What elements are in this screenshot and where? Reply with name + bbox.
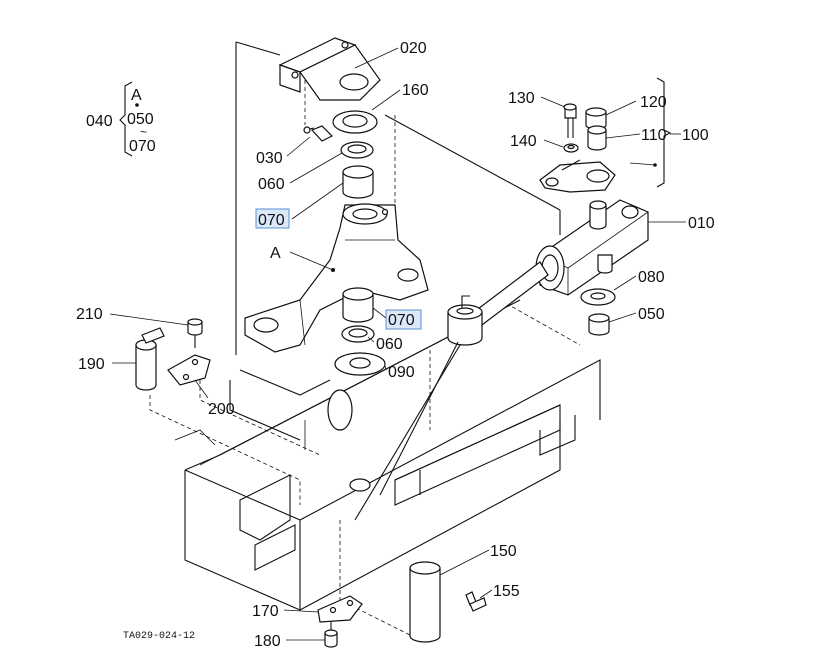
legend-tilde: ~ — [140, 125, 147, 139]
legend-line2: 070 — [129, 138, 156, 155]
label-140: 140 — [510, 133, 537, 150]
label-020: 020 — [400, 40, 427, 57]
group-bracket-100 — [656, 77, 672, 188]
label-155: 155 — [493, 583, 520, 600]
part-070-bushing-upper — [342, 165, 374, 199]
part-200-plate — [167, 354, 211, 386]
label-130: 130 — [508, 90, 535, 107]
part-110-bushing — [587, 125, 607, 151]
label-A: A — [270, 245, 281, 262]
label-010: 010 — [688, 215, 715, 232]
label-060-upper: 060 — [258, 176, 285, 193]
label-110: 110 — [641, 127, 667, 144]
highlight-070-lower — [385, 309, 422, 330]
part-knuckle-arm — [244, 203, 429, 353]
part-170-plate — [317, 595, 363, 623]
part-060-ring-lower — [341, 325, 375, 343]
label-150: 150 — [490, 543, 517, 560]
label-170: 170 — [252, 603, 279, 620]
label-070-upper: 070 — [258, 212, 285, 229]
label-160: 160 — [402, 82, 429, 99]
label-060-lower: 060 — [376, 336, 403, 353]
part-180-bolt — [324, 622, 338, 648]
label-200: 200 — [208, 401, 235, 418]
label-030: 030 — [256, 150, 283, 167]
figure-code: TA029-024-12 — [123, 631, 195, 642]
label-120: 120 — [640, 94, 667, 111]
legend-title: A — [131, 87, 142, 104]
part-050-bushing — [588, 313, 610, 336]
group-bracket-040 — [119, 81, 139, 157]
part-210-bolt — [187, 318, 203, 348]
part-140-nut — [563, 143, 579, 153]
part-100-rod-end — [539, 159, 616, 193]
part-160-washer — [332, 110, 378, 134]
frame-chassis — [149, 41, 601, 641]
legend-group-040: A 040 050 ~ 070 — [86, 87, 156, 155]
part-010-cylinder — [447, 199, 649, 346]
legend-prefix: 040 — [86, 113, 113, 130]
part-070-bushing-lower — [342, 287, 374, 323]
part-080-washer — [580, 288, 616, 306]
label-050: 050 — [638, 306, 665, 323]
part-020-bracket — [278, 37, 381, 101]
legend-line1: 050 — [127, 111, 154, 128]
leader-lines — [109, 47, 686, 641]
part-120-cap — [585, 107, 607, 130]
part-030-grease-nipple — [303, 125, 334, 142]
part-060-ring-upper — [340, 141, 374, 159]
label-210: 210 — [76, 306, 103, 323]
label-100: 100 — [682, 127, 709, 144]
label-080: 080 — [638, 269, 665, 286]
part-155-grease-fitting — [465, 591, 487, 612]
part-labels: 020 160 030 060 070 A 070 060 090 210 19… — [76, 40, 715, 650]
part-090-washer — [334, 352, 386, 376]
part-190-pin — [135, 327, 165, 391]
label-070-lower: 070 — [388, 312, 415, 329]
part-130-bolt — [563, 103, 577, 138]
label-090: 090 — [388, 364, 415, 381]
part-150-pin — [409, 561, 441, 643]
label-180: 180 — [254, 633, 281, 650]
highlight-070-upper — [255, 208, 290, 229]
label-190: 190 — [78, 356, 105, 373]
